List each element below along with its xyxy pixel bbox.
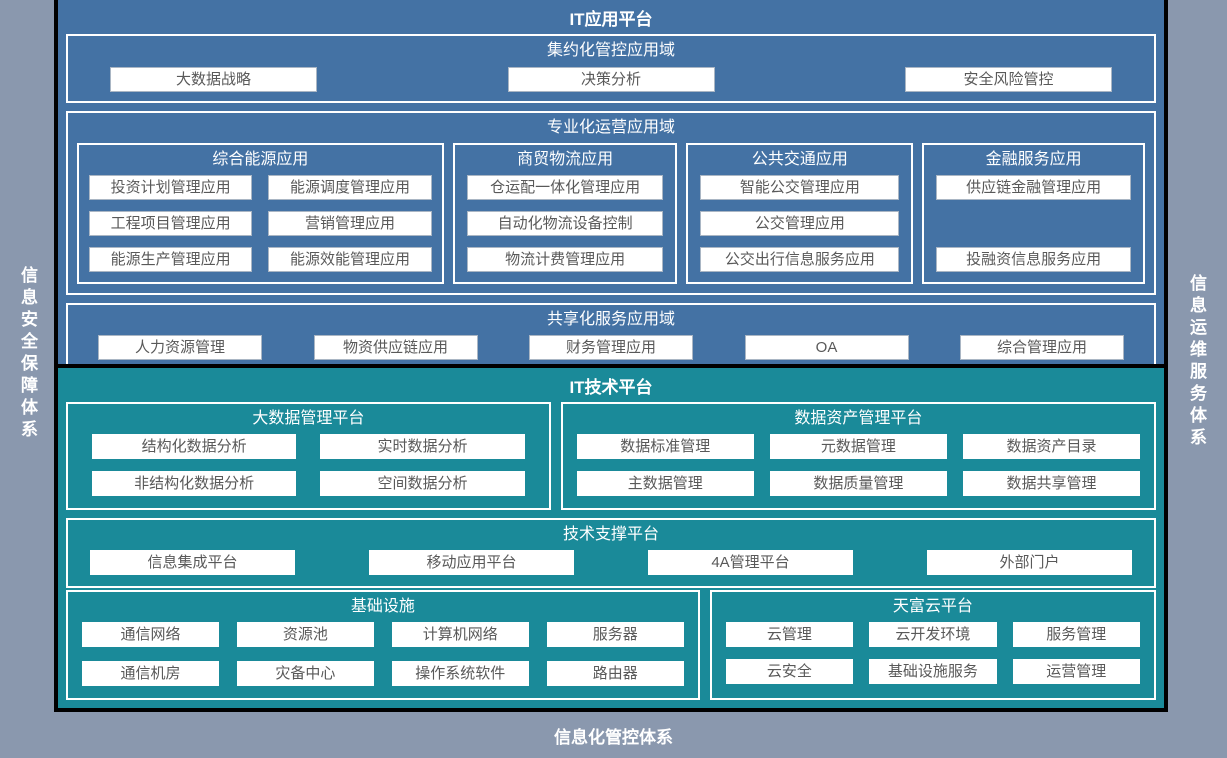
- item-box: 能源效能管理应用: [268, 247, 432, 272]
- group-public-transport: 公共交通应用 智能公交管理应用 公交管理应用 公交出行信息服务应用: [686, 143, 914, 284]
- tbox-tech-support-platform: 技术支撑平台 信息集成平台 移动应用平台 4A管理平台 外部门户: [66, 518, 1156, 588]
- tbox-title: 基础设施: [350, 598, 415, 615]
- tbox-items-grid: 通信网络 资源池 计算机网络 服务器 通信机房 灾备中心 操作系统软件 路由器: [68, 620, 698, 698]
- item-box: 数据质量管理: [769, 471, 947, 496]
- item-box: 主数据管理: [576, 471, 754, 496]
- it-technology-platform: IT技术平台 大数据管理平台 结构化数据分析 实时数据分析 非结构化数据分析 空…: [58, 368, 1164, 708]
- group-title: 公共交通应用: [751, 151, 848, 168]
- item-box: 安全风险管控: [905, 67, 1112, 92]
- item-box: 实时数据分析: [320, 434, 525, 459]
- item-box: 外部门户: [927, 550, 1132, 575]
- item-box: 投资计划管理应用: [89, 175, 253, 200]
- tech-row-data: 大数据管理平台 结构化数据分析 实时数据分析 非结构化数据分析 空间数据分析 数…: [66, 402, 1156, 510]
- domain-shared-services: 共享化服务应用域 人力资源管理 物资供应链应用 财务管理应用 OA 综合管理应用: [66, 303, 1156, 372]
- group-items-stack: 供应链金融管理应用 投融资信息服务应用: [924, 173, 1143, 282]
- section-divider: [58, 364, 1164, 368]
- tbox-items-grid: 云管理 云开发环境 服务管理 云安全 基础设施服务 运营管理: [712, 620, 1154, 696]
- item-box: 路由器: [546, 661, 684, 686]
- item-box: 决策分析: [507, 67, 715, 92]
- domain-title: 共享化服务应用域: [546, 311, 675, 328]
- item-box: 公交管理应用: [700, 211, 900, 236]
- item-box: 能源调度管理应用: [268, 175, 432, 200]
- tbox-data-asset-platform: 数据资产管理平台 数据标准管理 元数据管理 数据资产目录 主数据管理 数据质量管…: [560, 402, 1156, 510]
- item-box: 云管理: [725, 622, 854, 647]
- tbox-tianfu-cloud-platform: 天富云平台 云管理 云开发环境 服务管理 云安全 基础设施服务 运营管理: [709, 590, 1156, 700]
- item-box: 通信网络: [82, 622, 219, 647]
- tech-row-infra: 基础设施 通信网络 资源池 计算机网络 服务器 通信机房 灾备中心 操作系统软件…: [66, 590, 1156, 700]
- tbox-items-grid: 结构化数据分析 实时数据分析 非结构化数据分析 空间数据分析: [68, 432, 549, 508]
- item-box: 物流计费管理应用: [466, 247, 664, 272]
- item-box: 人力资源管理: [98, 335, 262, 360]
- app-platform-title: IT应用平台: [569, 10, 653, 29]
- group-items-grid: 投资计划管理应用 能源调度管理应用 工程项目管理应用 营销管理应用 能源生产管理…: [79, 173, 442, 282]
- item-box: 财务管理应用: [529, 335, 693, 360]
- item-box: 灾备中心: [236, 661, 374, 686]
- domain-groups-row: 综合能源应用 投资计划管理应用 能源调度管理应用 工程项目管理应用 营销管理应用…: [68, 141, 1154, 293]
- domain-title: 集约化管控应用域: [546, 42, 675, 59]
- tbox-title: 数据资产管理平台: [794, 410, 923, 427]
- item-box: 营销管理应用: [268, 211, 432, 236]
- domain-specialized-operation: 专业化运营应用域 综合能源应用 投资计划管理应用 能源调度管理应用 工程项目管理…: [66, 111, 1156, 295]
- item-box: 4A管理平台: [648, 550, 853, 575]
- item-box: 仓运配一体化管理应用: [466, 175, 664, 200]
- tbox-infrastructure: 基础设施 通信网络 资源池 计算机网络 服务器 通信机房 灾备中心 操作系统软件…: [66, 590, 700, 700]
- item-box: 资源池: [236, 622, 374, 647]
- domain-items-row: 人力资源管理 物资供应链应用 财务管理应用 OA 综合管理应用: [68, 333, 1154, 370]
- item-box: 综合管理应用: [960, 335, 1124, 360]
- item-box: 数据标准管理: [576, 434, 754, 459]
- domain-centralized-control: 集约化管控应用域 大数据战略 决策分析 安全风险管控: [66, 34, 1156, 103]
- item-box: OA: [744, 335, 909, 360]
- tbox-items-row: 信息集成平台 移动应用平台 4A管理平台 外部门户: [68, 548, 1154, 586]
- domain-items-row: 大数据战略 决策分析 安全风险管控: [68, 64, 1154, 101]
- item-box: 通信机房: [82, 661, 219, 686]
- item-box: 操作系统软件: [391, 661, 529, 686]
- item-box: 公交出行信息服务应用: [700, 247, 900, 272]
- item-box: 信息集成平台: [90, 550, 295, 575]
- tbox-title: 大数据管理平台: [252, 410, 365, 427]
- group-title: 金融服务应用: [985, 151, 1082, 168]
- it-application-platform: IT应用平台 集约化管控应用域 大数据战略 决策分析 安全风险管控 专业化运营应…: [58, 0, 1164, 372]
- item-box: 物资供应链应用: [313, 335, 478, 360]
- group-items-stack: 仓运配一体化管理应用 自动化物流设备控制 物流计费管理应用: [455, 173, 676, 282]
- bottom-pillar-text: 信息化管控体系: [554, 727, 673, 747]
- group-integrated-energy: 综合能源应用 投资计划管理应用 能源调度管理应用 工程项目管理应用 营销管理应用…: [77, 143, 444, 284]
- item-box: 智能公交管理应用: [700, 175, 900, 200]
- domain-title: 专业化运营应用域: [546, 119, 675, 136]
- item-box: 运营管理: [1012, 659, 1140, 684]
- item-box: 元数据管理: [769, 434, 947, 459]
- group-financial-services: 金融服务应用 供应链金融管理应用 投融资信息服务应用: [922, 143, 1145, 284]
- group-title: 综合能源应用: [212, 151, 309, 168]
- tech-platform-title: IT技术平台: [569, 378, 653, 397]
- tbox-title: 技术支撑平台: [562, 526, 659, 543]
- item-box: 数据资产目录: [962, 434, 1140, 459]
- tbox-items-grid: 数据标准管理 元数据管理 数据资产目录 主数据管理 数据质量管理 数据共享管理: [563, 432, 1154, 508]
- item-box: 投融资信息服务应用: [936, 247, 1131, 272]
- tbox-bigdata-platform: 大数据管理平台 结构化数据分析 实时数据分析 非结构化数据分析 空间数据分析: [66, 402, 551, 510]
- item-box: 计算机网络: [391, 622, 529, 647]
- group-title: 商贸物流应用: [517, 151, 614, 168]
- item-box: 非结构化数据分析: [92, 471, 297, 496]
- item-box: 能源生产管理应用: [89, 247, 253, 272]
- item-box: 自动化物流设备控制: [466, 211, 664, 236]
- bottom-pillar-label: 信息化管控体系: [0, 712, 1227, 758]
- item-box: 供应链金融管理应用: [936, 175, 1131, 200]
- group-items-stack: 智能公交管理应用 公交管理应用 公交出行信息服务应用: [688, 173, 911, 282]
- item-box: 服务器: [546, 622, 684, 647]
- item-box: 工程项目管理应用: [89, 211, 253, 236]
- left-pillar-label: 信息安全保障体系: [18, 266, 37, 442]
- item-box: 结构化数据分析: [92, 434, 297, 459]
- group-trade-logistics: 商贸物流应用 仓运配一体化管理应用 自动化物流设备控制 物流计费管理应用: [452, 143, 678, 284]
- item-box: 数据共享管理: [962, 471, 1140, 496]
- tbox-title: 天富云平台: [892, 598, 973, 615]
- item-box: 服务管理: [1012, 622, 1140, 647]
- item-box: 基础设施服务: [869, 659, 997, 684]
- architecture-frame: IT应用平台 集约化管控应用域 大数据战略 决策分析 安全风险管控 专业化运营应…: [54, 0, 1168, 712]
- item-box: 云开发环境: [869, 622, 997, 647]
- item-box: 云安全: [725, 659, 854, 684]
- item-box: 空间数据分析: [320, 471, 525, 496]
- right-pillar-label: 信息运维服务体系: [1187, 274, 1206, 450]
- item-box: 大数据战略: [110, 67, 317, 92]
- item-box: 移动应用平台: [369, 550, 574, 575]
